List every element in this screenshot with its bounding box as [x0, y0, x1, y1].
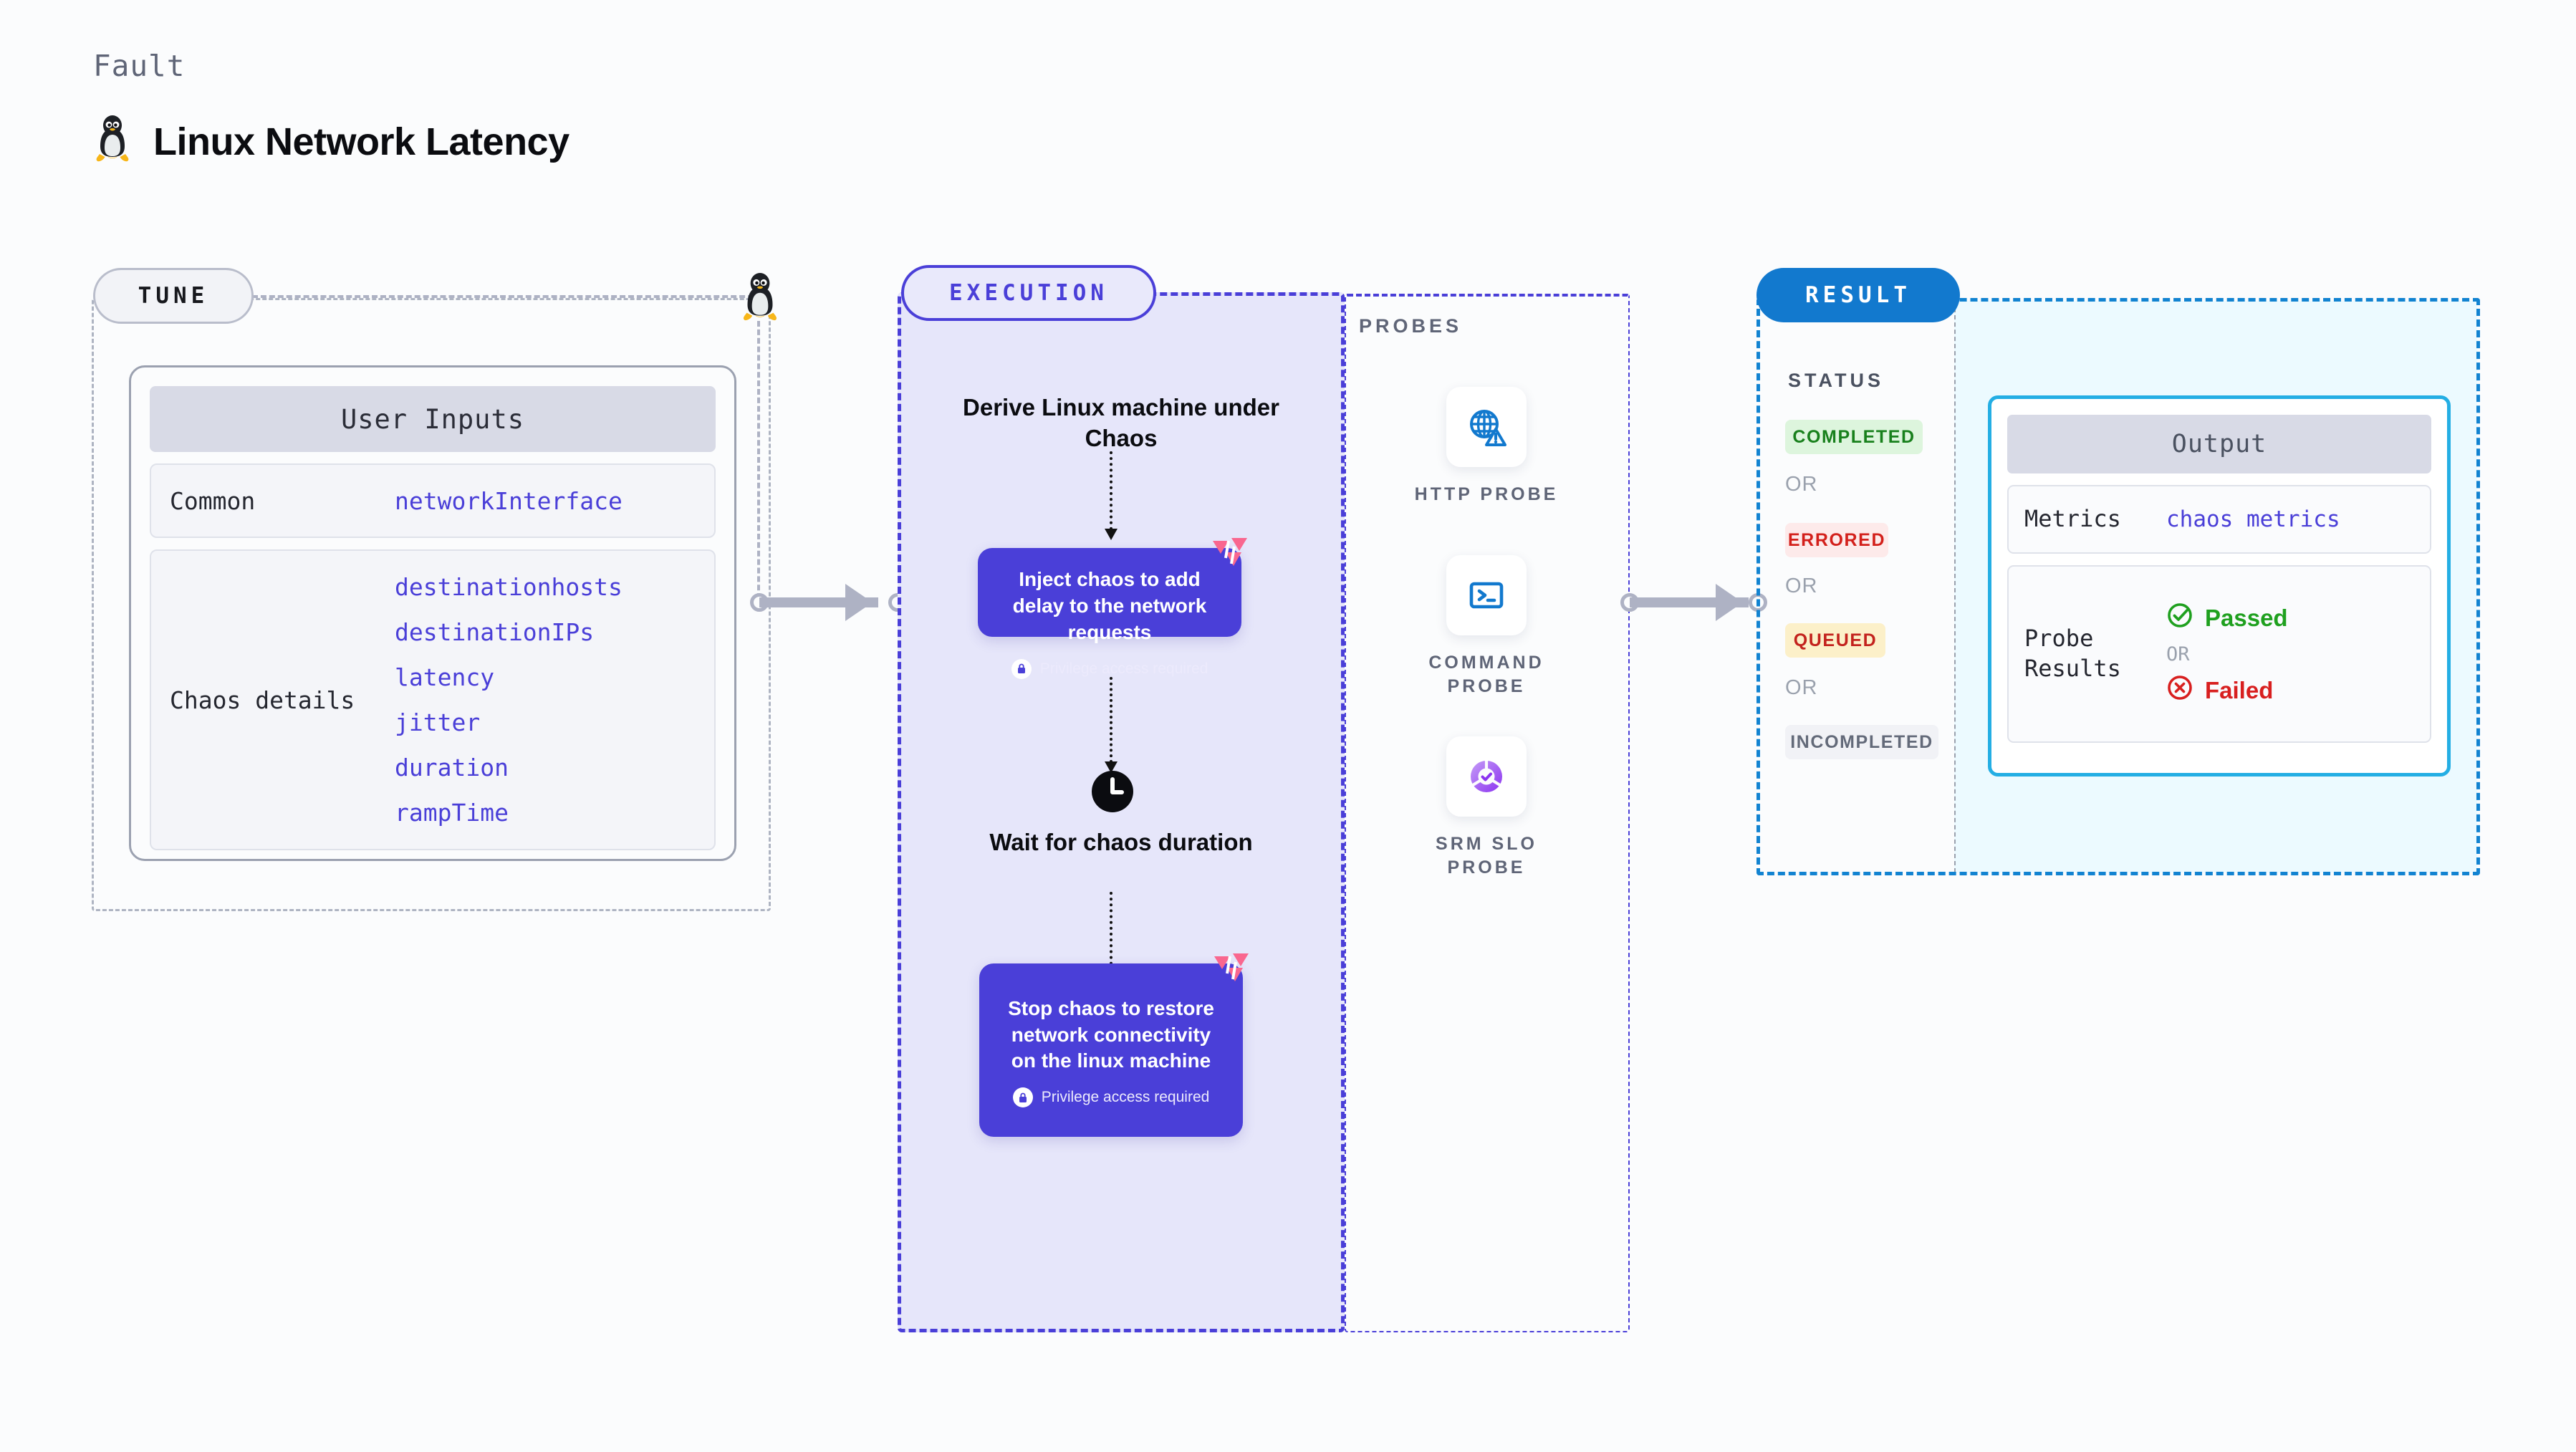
inject-card-privilege: Privilege access required: [996, 658, 1223, 679]
output-row-metrics: Metrics chaos metrics: [2007, 485, 2431, 554]
clock-icon: [1091, 770, 1134, 813]
stop-card-text: Stop chaos to restore network connectivi…: [1008, 996, 1214, 1072]
execution-arrow-3: [1105, 892, 1118, 981]
param-value-latency[interactable]: latency: [395, 663, 495, 691]
probe-srm-slo[interactable]: SRM SLO PROBE: [1397, 736, 1576, 880]
execution-step-stop-card[interactable]: Stop chaos to restore network connectivi…: [979, 953, 1249, 1137]
inject-privilege-text: Privilege access required: [1039, 660, 1208, 677]
terminal-icon: [1446, 555, 1527, 635]
tune-drop-line: [757, 321, 760, 607]
output-value-metrics[interactable]: chaos metrics: [2166, 506, 2340, 532]
probe-http-label: HTTP PROBE: [1414, 484, 1559, 504]
status-badge-queued: QUEUED: [1785, 623, 1885, 658]
status-or-3: OR: [1785, 676, 1818, 699]
x-circle-icon: [2166, 674, 2193, 707]
harness-chaos-logo-icon: [1211, 952, 1251, 985]
output-label-metrics: Metrics: [2024, 505, 2121, 533]
probe-command-label: COMMAND PROBE: [1428, 653, 1544, 696]
param-value-networkinterface[interactable]: networkInterface: [395, 486, 623, 515]
execution-stage-badge[interactable]: EXECUTION: [901, 265, 1156, 321]
probe-outcome-failed-label: Failed: [2205, 676, 2274, 703]
lock-icon: [1012, 1087, 1033, 1108]
slo-donut-check-icon: [1446, 736, 1527, 817]
linux-penguin-marker-icon: [738, 272, 782, 324]
param-value-jitter[interactable]: jitter: [395, 708, 481, 736]
inject-card-text: Inject chaos to add delay to the network…: [1012, 568, 1207, 643]
result-stage-box: [1756, 298, 2480, 875]
param-values-chaos-details: destinationhosts destinationIPs latency …: [395, 552, 623, 848]
stop-privilege-text: Privilege access required: [1041, 1089, 1210, 1106]
output-row-probe-results: Probe Results Passed OR: [2007, 565, 2431, 743]
user-inputs-title: User Inputs: [150, 386, 716, 452]
param-label-chaos-details: Chaos details: [170, 686, 355, 714]
probe-outcome-failed: Failed: [2166, 674, 2288, 707]
param-row-chaos-details: Chaos details destinationhosts destinati…: [150, 549, 716, 850]
status-badge-completed: COMPLETED: [1785, 420, 1923, 454]
output-probe-outcomes: Passed OR Failed: [2166, 602, 2288, 707]
connector-arrowhead: [1716, 584, 1743, 621]
tune-tracer-line: [252, 295, 754, 298]
page-title-row: Linux Network Latency: [92, 115, 569, 168]
param-value-ramptime[interactable]: rampTime: [395, 799, 509, 827]
status-label: STATUS: [1788, 370, 1884, 391]
status-badge-incompleted: INCOMPLETED: [1785, 725, 1938, 759]
param-value-destinationhosts[interactable]: destinationhosts: [395, 573, 623, 601]
connector-arrowhead: [845, 584, 873, 621]
probe-srm-slo-label: SRM SLO PROBE: [1436, 834, 1537, 878]
check-circle-icon: [2166, 602, 2193, 635]
probes-label: PROBES: [1359, 315, 1463, 337]
execution-step-wait-title: Wait for chaos duration: [989, 829, 1253, 855]
probe-outcome-passed-label: Passed: [2205, 604, 2288, 631]
user-inputs-card: User Inputs Common networkInterface Chao…: [129, 365, 736, 861]
probe-http[interactable]: HTTP PROBE: [1397, 387, 1576, 506]
page-title: Linux Network Latency: [153, 120, 569, 163]
execution-step-inject-card[interactable]: Inject chaos to add delay to the network…: [978, 538, 1247, 679]
execution-step-derive-title: Derive Linux machine under Chaos: [963, 394, 1279, 451]
stop-card-privilege: Privilege access required: [998, 1087, 1224, 1108]
page-eyebrow: Fault: [93, 49, 186, 83]
probe-outcome-passed: Passed: [2166, 602, 2288, 635]
execution-arrow-2: [1105, 677, 1118, 773]
param-value-duration[interactable]: duration: [395, 754, 509, 782]
lock-icon: [1011, 658, 1032, 679]
output-title: Output: [2007, 415, 2431, 473]
param-label-common: Common: [170, 486, 256, 515]
output-card: Output Metrics chaos metrics Probe Resul…: [1988, 395, 2451, 777]
linux-penguin-icon: [92, 115, 133, 168]
globe-warning-icon: [1446, 387, 1527, 467]
result-stage-badge[interactable]: RESULT: [1756, 268, 1960, 322]
harness-chaos-logo-icon: [1210, 537, 1250, 569]
probe-outcome-or: OR: [2166, 643, 2190, 665]
param-value-destinationips[interactable]: destinationIPs: [395, 618, 595, 646]
status-badge-errored: ERRORED: [1785, 523, 1888, 557]
param-row-common: Common networkInterface: [150, 463, 716, 538]
output-label-probe-results: Probe Results: [2024, 625, 2121, 682]
param-values-common: networkInterface: [395, 466, 623, 537]
status-or-1: OR: [1785, 473, 1818, 496]
probe-command[interactable]: COMMAND PROBE: [1397, 555, 1576, 698]
execution-stage-box: [898, 292, 1345, 1332]
tune-stage-badge[interactable]: TUNE: [93, 268, 254, 324]
execution-arrow-1: [1105, 451, 1118, 540]
status-or-2: OR: [1785, 574, 1818, 597]
